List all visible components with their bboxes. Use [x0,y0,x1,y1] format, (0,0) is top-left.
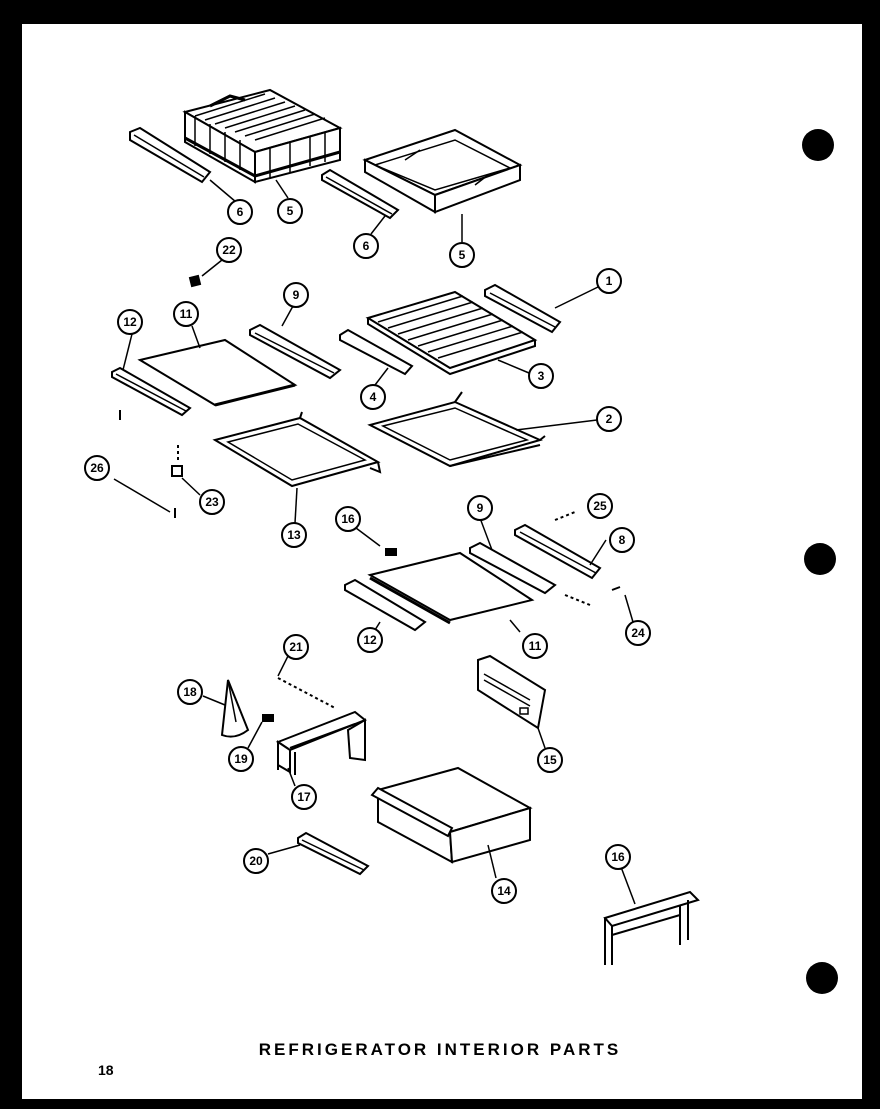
binder-hole-middle [804,543,836,575]
callout-16-upper: 16 [335,506,361,532]
callout-23: 23 [199,489,225,515]
callout-3: 3 [528,363,554,389]
diagram-title: REFRIGERATOR INTERIOR PARTS [258,1040,622,1059]
callout-label: 23 [205,495,219,509]
callout-label: 16 [611,850,625,864]
callout-label: 26 [90,461,104,475]
callout-label: 11 [529,639,542,653]
clip-16 [385,548,397,556]
callout-label: 9 [477,501,484,515]
callout-label: 6 [363,239,370,253]
callout-17: 17 [291,784,317,810]
callout-label: 8 [619,533,626,547]
callout-label: 22 [222,243,236,257]
callout-label: 12 [363,633,377,647]
callout-6-right: 6 [353,233,379,259]
callout-label: 19 [234,752,248,766]
callout-label: 5 [287,204,294,218]
callout-14: 14 [491,878,517,904]
clip-19 [262,714,274,722]
binder-hole-bottom [806,962,838,994]
callout-label: 9 [293,288,300,302]
callout-label: 20 [249,854,263,868]
callout-label: 17 [297,790,311,804]
callout-label: 24 [631,626,645,640]
callout-12-lower: 12 [357,627,383,653]
shelf-frame [212,411,382,488]
callout-9-upper: 9 [283,282,309,308]
shelf-frame-right [367,391,546,468]
callout-label: 11 [180,307,193,321]
callout-21: 21 [283,634,309,660]
callout-label: 16 [341,512,355,526]
callout-25: 25 [587,493,613,519]
binder-hole-top [802,129,834,161]
callout-label: 5 [459,248,466,262]
clip-22 [188,274,202,288]
callout-1: 1 [596,268,622,294]
pan-support-bracket [275,710,367,775]
callout-11-upper: 11 [173,301,199,327]
control-cover [477,654,547,730]
callout-26: 26 [84,455,110,481]
callout-13: 13 [281,522,307,548]
callout-label: 14 [497,884,511,898]
meat-drawer [370,766,533,864]
wire-shelf [365,290,538,376]
callout-5-left: 5 [277,198,303,224]
pin-23 [171,465,183,477]
shelf-trim-lower-rear [469,541,557,595]
callout-22: 22 [216,237,242,263]
crisper-pan [362,128,523,214]
wire-basket [182,88,343,184]
callout-24: 24 [625,620,651,646]
shelf-bracket-left [339,328,414,376]
glass-shelf-lower [367,551,535,622]
callout-19: 19 [228,746,254,772]
cover-cone-18 [220,679,250,738]
leader-lines [113,179,636,905]
callout-8: 8 [609,527,635,553]
callout-4: 4 [360,384,386,410]
callout-label: 25 [593,499,607,513]
callout-18: 18 [177,679,203,705]
callout-label: 1 [606,274,613,288]
callout-12-upper: 12 [117,309,143,335]
callout-label: 21 [289,640,303,654]
callout-label: 15 [543,753,557,767]
callout-20: 20 [243,848,269,874]
callout-label: 13 [287,528,301,542]
drawer-slide-20 [297,831,370,876]
callout-label: 12 [123,315,137,329]
callout-label: 18 [183,685,197,699]
callout-label: 2 [606,412,613,426]
shelf-trim-lower-front [344,578,427,632]
callout-16-lower: 16 [605,844,631,870]
bracket-16 [603,890,700,965]
callout-5-right: 5 [449,242,475,268]
callout-6-left: 6 [227,199,253,225]
callout-label: 4 [370,390,377,404]
callout-label: 3 [538,369,545,383]
callout-11-lower: 11 [522,633,548,659]
callout-2: 2 [596,406,622,432]
page-number: 18 [98,1062,114,1078]
callout-15: 15 [537,747,563,773]
callout-9-lower: 9 [467,495,493,521]
callout-label: 6 [237,205,244,219]
